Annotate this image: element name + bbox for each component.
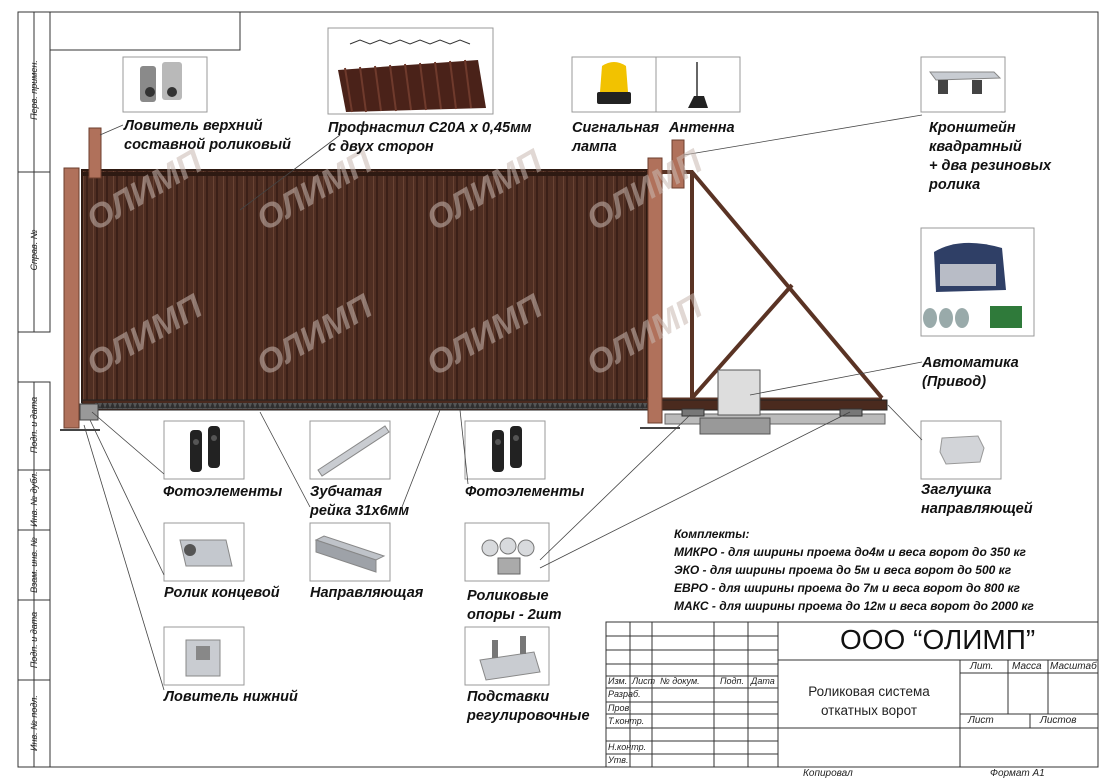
label-end-roller: Ролик концевой	[164, 585, 280, 601]
toothed-rack	[95, 403, 655, 409]
thumb-roller-supports	[464, 522, 550, 582]
col-date: Дата	[751, 676, 775, 686]
col-izm: Изм.	[608, 676, 628, 686]
thumb-antenna	[655, 56, 741, 113]
leader-lines	[83, 114, 923, 691]
thumb-end-roller	[163, 522, 245, 582]
thumb-guide	[309, 522, 391, 582]
cell-lit: Лит.	[970, 661, 994, 672]
footer-copied: Копировал	[803, 768, 853, 779]
label-photo-left: Фотоэлементы	[163, 484, 283, 500]
sliding-gate	[79, 169, 888, 435]
side-label-first-use: Перв. примен.	[29, 60, 39, 120]
side-label-orig-inv: Инв. № подл.	[29, 695, 39, 751]
label-antenna: Антенна	[669, 120, 735, 136]
thumb-rack	[309, 420, 391, 480]
label-lower-catcher: Ловитель нижний	[164, 689, 298, 705]
row-prov: Пров.	[608, 703, 632, 713]
roller-carriage-right	[839, 408, 863, 417]
left-post	[60, 127, 102, 431]
gate-frame-triangle	[647, 170, 884, 402]
thumb-upper-catcher	[122, 56, 208, 113]
drive-unit	[717, 369, 761, 416]
label-automation: Автоматика(Привод)	[922, 355, 1019, 390]
col-doc: № докум.	[660, 676, 700, 686]
thumb-photocells-right	[464, 420, 546, 480]
row-tkontr: Т.контр.	[608, 716, 645, 726]
gate-sheet	[81, 169, 648, 403]
drive-base	[699, 417, 771, 435]
col-list: Лист	[632, 676, 656, 686]
thumb-photocells-left	[163, 420, 245, 480]
row-razrab: Разраб.	[608, 689, 641, 699]
cell-mass: Масса	[1012, 661, 1042, 672]
cell-sheet: Лист	[968, 715, 994, 726]
col-sign: Подп.	[720, 676, 744, 686]
thumb-automation	[920, 227, 1035, 337]
row-nkontr: Н.контр.	[608, 742, 647, 752]
kit-item: ЭКО - для ширины проема до 5м и веса вор…	[674, 563, 1012, 577]
foundation	[664, 413, 886, 425]
kits-title: Комплекты:	[674, 527, 750, 541]
thumb-bracket	[920, 56, 1006, 113]
label-guide: Направляющая	[310, 585, 424, 601]
footer-format: Формат А1	[990, 768, 1045, 779]
right-post	[640, 139, 685, 429]
roller-carriage-left	[681, 408, 705, 417]
top-stamp-box	[49, 11, 241, 51]
thumb-profsheet	[327, 27, 494, 115]
cell-scale: Масштаб	[1050, 661, 1097, 672]
title-block	[605, 621, 1099, 768]
thumb-end-plug	[920, 420, 1002, 480]
thumb-lower-catcher	[163, 626, 245, 686]
company-name: ООО “ОЛИМП”	[840, 624, 1036, 655]
kit-item: МИКРО - для ширины проема до4м и веса во…	[674, 545, 1026, 559]
thumb-adj-plates	[464, 626, 550, 686]
label-photo-right: Фотоэлементы	[465, 484, 585, 500]
side-label-ref-no: Справ. №	[29, 229, 39, 271]
kits-block: Комплекты: МИКРО - для ширины проема до4…	[674, 525, 1034, 615]
kit-item: МАКС - для ширины проема до 12м и веса в…	[674, 599, 1034, 613]
thumb-signal-lamp	[571, 56, 657, 113]
kit-item: ЕВРО - для ширины проема до 7м и веса во…	[674, 581, 1020, 595]
bottom-catcher-block	[79, 403, 99, 421]
cell-sheets: Листов	[1040, 715, 1077, 726]
row-utv: Утв.	[608, 755, 629, 765]
